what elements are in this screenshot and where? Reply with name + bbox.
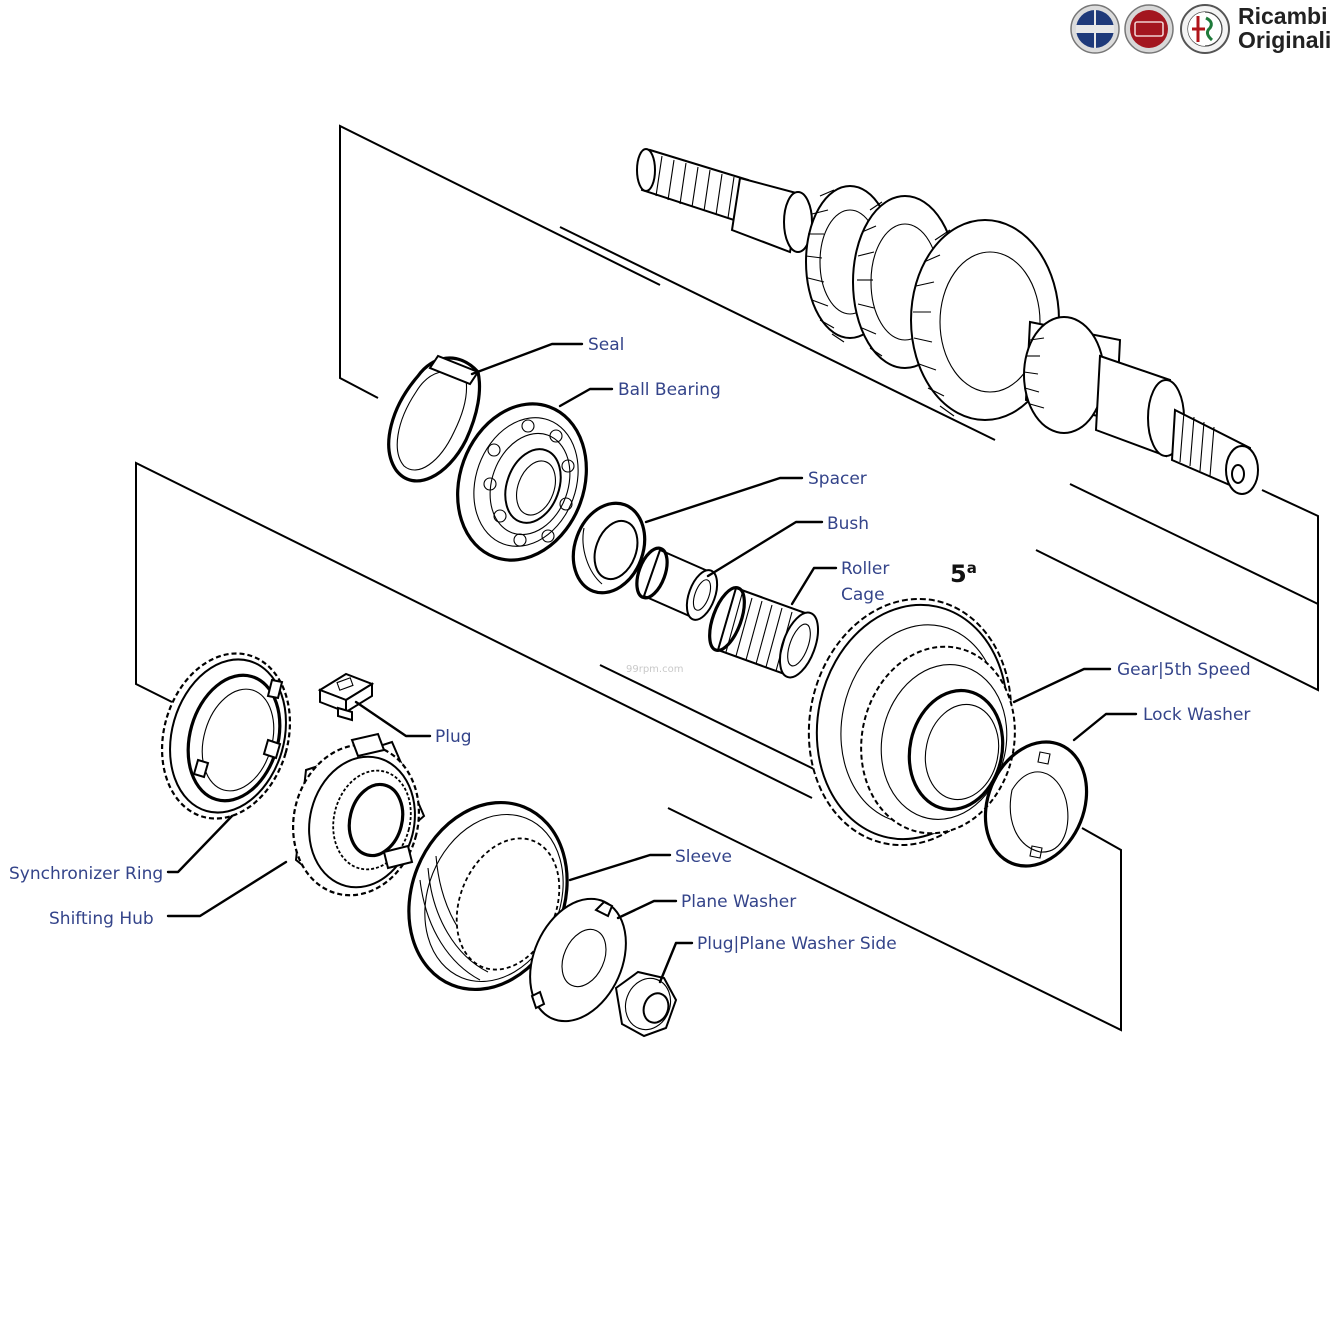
label-plug-plane-washer-side: Plug|Plane Washer Side xyxy=(697,934,897,954)
shaft-collar xyxy=(1023,316,1122,434)
label-roller-cage-line-2: Cage xyxy=(841,585,885,605)
shifting-hub-part xyxy=(291,732,426,897)
nut-part xyxy=(614,970,678,1038)
label-synchronizer-ring: Synchronizer Ring xyxy=(9,864,163,884)
lancia-logo xyxy=(1070,4,1120,54)
gear-5th-speed-part xyxy=(807,597,1016,847)
label-seal: Seal xyxy=(588,335,624,355)
plane-washer-part xyxy=(529,897,627,1023)
label-bush: Bush xyxy=(827,514,869,534)
seal-part xyxy=(387,354,482,483)
synchronizer-ring-part xyxy=(160,652,292,820)
brand-logos: Ricambi Originali xyxy=(1070,3,1331,54)
label-plug: Plug xyxy=(435,727,472,747)
roller-cage-part xyxy=(708,586,820,679)
label-roller-cage-line-1: Roller xyxy=(841,559,889,579)
label-gear-5th-speed: Gear|5th Speed xyxy=(1117,660,1251,680)
gear-number-superscript: a xyxy=(967,559,977,577)
ball-bearing-part xyxy=(456,402,588,562)
gear-number-marker: 5a xyxy=(950,559,977,588)
assembly-frame-upper xyxy=(339,124,1319,692)
watermark: 99rpm.com xyxy=(626,664,683,675)
plug-part xyxy=(317,672,375,722)
label-sleeve: Sleeve xyxy=(675,847,732,867)
brand-line-1: Ricambi xyxy=(1238,3,1327,29)
spacer-part xyxy=(571,501,647,595)
label-spacer: Spacer xyxy=(808,469,867,489)
bush-part xyxy=(635,546,719,621)
label-plane-washer: Plane Washer xyxy=(681,892,796,912)
gear-number: 5 xyxy=(950,560,967,588)
part-labels: Seal Ball Bearing Spacer Bush Roller Cag… xyxy=(9,335,1251,954)
leader-lines xyxy=(166,342,1138,984)
brand-line-2: Originali xyxy=(1238,27,1331,53)
alfa-romeo-logo xyxy=(1180,4,1230,54)
fiat-logo xyxy=(1124,4,1174,54)
label-ball-bearing: Ball Bearing xyxy=(618,380,721,400)
label-shifting-hub: Shifting Hub xyxy=(49,909,154,929)
lock-washer-part xyxy=(983,740,1089,868)
assembly-frame-lower xyxy=(135,461,1122,1032)
main-shaft xyxy=(636,148,1259,495)
label-lock-washer: Lock Washer xyxy=(1143,705,1250,725)
